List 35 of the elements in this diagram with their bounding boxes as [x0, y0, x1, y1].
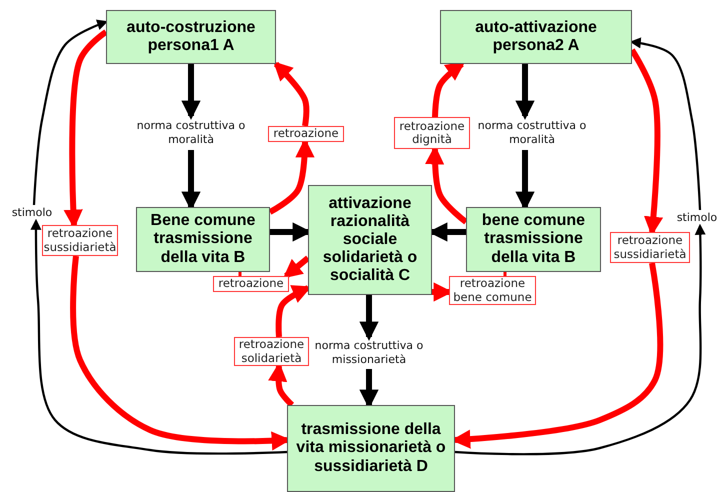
- flow-label: norma costruttiva o moralità: [136, 119, 246, 147]
- process-box: [136, 207, 270, 272]
- arrow: [359, 295, 379, 341]
- arrow: [32, 20, 108, 206]
- arrow: [30, 218, 288, 455]
- flow-label: stimolo: [12, 206, 52, 220]
- flow-label: stimolo: [676, 211, 718, 225]
- box-text: attivazione razionalità sociale solidarietà o socialità C: [322, 194, 418, 286]
- arrow: [181, 64, 201, 120]
- arrow: [454, 224, 706, 456]
- flow-label: norma costruttiva o missionarietà: [314, 339, 424, 367]
- arrow: [283, 256, 310, 278]
- flow-label: norma costruttiva o moralità: [476, 119, 588, 147]
- box-text: auto-costruzione persona1 A: [126, 18, 256, 56]
- box-text: retroazione solidarietà: [238, 338, 306, 365]
- process-box: [440, 10, 632, 64]
- box-text: retroazione: [273, 127, 339, 141]
- process-box: [466, 207, 601, 272]
- feedback-label-box: [213, 276, 289, 292]
- box-text: retroazione dignità: [398, 120, 466, 146]
- box-text: bene comune trasmissione della vita B: [480, 212, 586, 267]
- box-text: auto-attivazione persona2 A: [474, 18, 598, 56]
- process-box: [106, 10, 276, 64]
- box-text: retroazione sussidiarietà: [43, 227, 117, 254]
- arrow: [273, 61, 310, 126]
- arrow: [515, 64, 535, 120]
- box-text: trasmissione della vita missionarietà o sussidiarietà D: [295, 421, 447, 476]
- process-box: [308, 185, 432, 295]
- box-text: Bene comune trasmissione della vita B: [150, 212, 256, 267]
- box-text: retroazione: [218, 277, 284, 291]
- box-text: retroazione bene comune: [452, 277, 533, 304]
- feedback-label-box: [268, 126, 344, 142]
- arrow: [432, 62, 466, 118]
- process-box: [287, 405, 455, 492]
- box-text: retroazione sussidiarietà: [612, 234, 688, 261]
